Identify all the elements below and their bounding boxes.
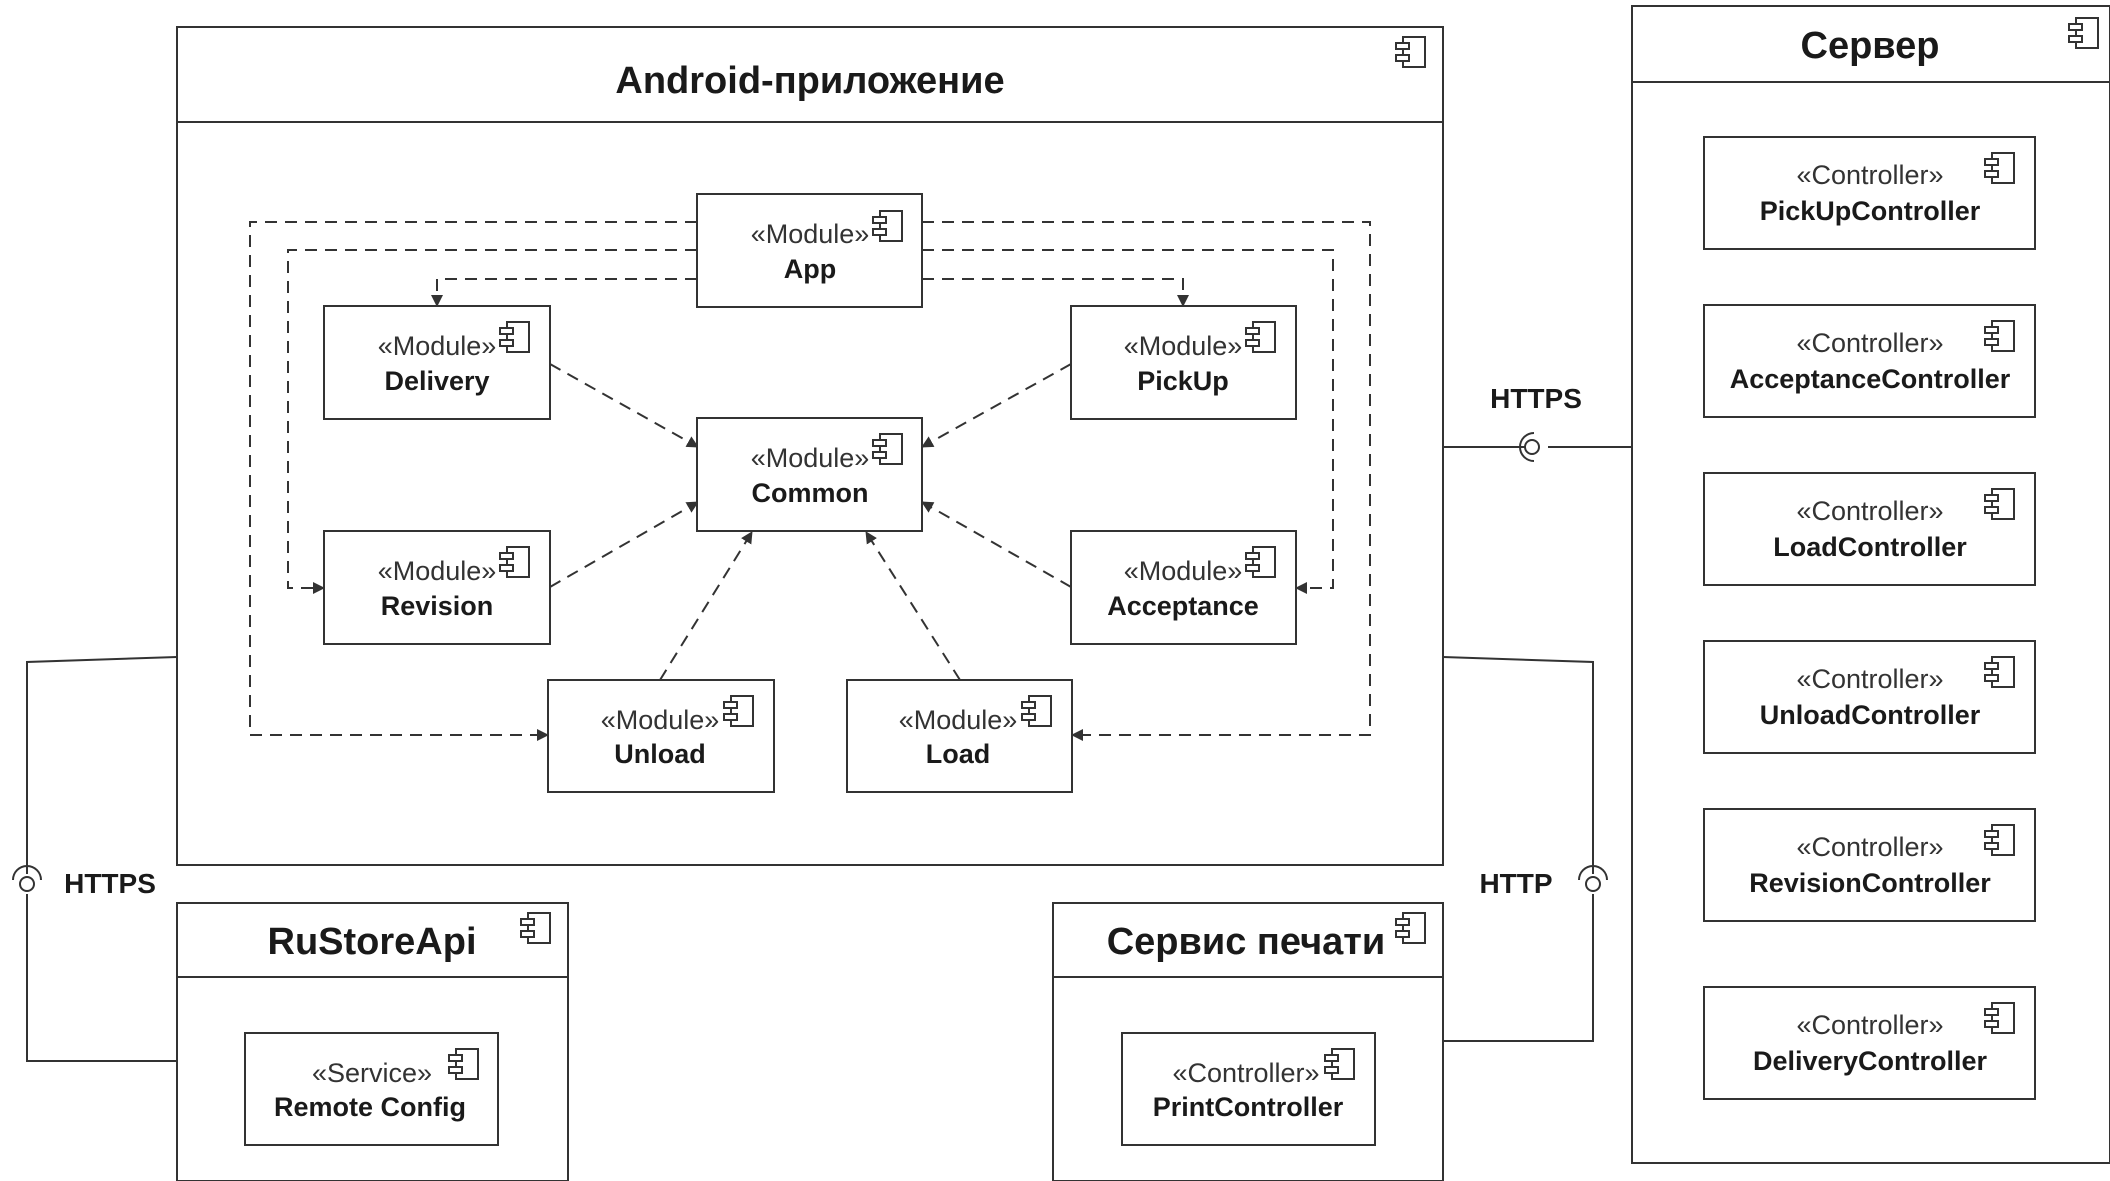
module-name: Unload (614, 739, 706, 769)
interface-ball-icon (1524, 439, 1540, 455)
server-controller: «Controller» DeliveryController (1703, 986, 2036, 1100)
controller-name: AcceptanceController (1730, 364, 2011, 394)
server-controller: «Controller» AcceptanceController (1703, 304, 2036, 418)
service-name: Remote Config (274, 1092, 466, 1122)
controller-name: RevisionController (1749, 868, 1991, 898)
controller-name: PickUpController (1760, 196, 1981, 226)
interface-ball-icon (19, 876, 35, 892)
dependency-app-delivery (431, 278, 697, 307)
remote-config-service: «Service» Remote Config (244, 1032, 499, 1146)
module-stereotype: «Module» (899, 705, 1018, 735)
service-stereotype: «Service» (312, 1058, 432, 1088)
controller-name: LoadController (1773, 532, 1967, 562)
dependency-acceptance-common (921, 501, 1072, 588)
module-load: «Module» Load (846, 679, 1073, 793)
dependency-app-revision (287, 249, 697, 594)
controller-name: PrintController (1153, 1092, 1344, 1122)
controller-name: DeliveryController (1753, 1046, 1988, 1076)
controller-name: UnloadController (1760, 700, 1981, 730)
controller-stereotype: «Controller» (1796, 664, 1943, 694)
dependency-unload-common (659, 531, 753, 681)
connection-android-print: HTTP (1442, 656, 1608, 1042)
dependency-revision-common (549, 501, 699, 588)
module-unload: «Module» Unload (547, 679, 775, 793)
dependency-delivery-common (549, 363, 699, 448)
server-controller: «Controller» PickUpController (1703, 136, 2036, 250)
dependency-pickup-common (921, 363, 1072, 448)
controller-stereotype: «Controller» (1796, 1010, 1943, 1040)
controller-stereotype: «Controller» (1796, 160, 1943, 190)
interface-socket-icon (12, 865, 42, 881)
rustore-protocol-label: HTTPS (64, 868, 156, 899)
module-stereotype: «Module» (378, 331, 497, 361)
dependency-app-unload (249, 221, 697, 741)
module-stereotype: «Module» (751, 443, 870, 473)
module-name: Acceptance (1107, 591, 1259, 621)
dependency-load-common (865, 531, 961, 681)
interface-socket-icon (1519, 432, 1535, 462)
interface-socket-icon (1578, 865, 1608, 881)
connection-android-rustore: HTTPS (12, 656, 178, 1062)
module-name: App (784, 254, 836, 284)
dependency-app-pickup (922, 278, 1189, 307)
controller-stereotype: «Controller» (1172, 1058, 1319, 1088)
module-name: Revision (381, 591, 494, 621)
module-app: «Module» App (696, 193, 923, 308)
dependency-app-acceptance (922, 249, 1334, 594)
print-controller: «Controller» PrintController (1121, 1032, 1376, 1146)
controller-stereotype: «Controller» (1796, 328, 1943, 358)
module-stereotype: «Module» (1124, 331, 1243, 361)
interface-ball-icon (1585, 876, 1601, 892)
module-name: Load (926, 739, 991, 769)
module-name: Delivery (384, 366, 489, 396)
android-app-title: Android-приложение (615, 60, 1004, 102)
module-stereotype: «Module» (1124, 556, 1243, 586)
server-controller: «Controller» UnloadController (1703, 640, 2036, 754)
server-title: Сервер (1801, 25, 1940, 67)
server-controller: «Controller» LoadController (1703, 472, 2036, 586)
module-common: «Module» Common (696, 417, 923, 532)
connection-android-server: HTTPS (1443, 383, 1632, 462)
module-dependencies (249, 221, 1371, 741)
controller-stereotype: «Controller» (1796, 832, 1943, 862)
module-acceptance: «Module» Acceptance (1070, 530, 1297, 645)
module-name: Common (752, 478, 869, 508)
controller-stereotype: «Controller» (1796, 496, 1943, 526)
print-protocol-label: HTTP (1479, 868, 1552, 899)
module-stereotype: «Module» (601, 705, 720, 735)
dependency-app-load (922, 221, 1371, 741)
module-revision: «Module» Revision (323, 530, 551, 645)
module-pickup: «Module» PickUp (1070, 305, 1297, 420)
module-stereotype: «Module» (378, 556, 497, 586)
server-protocol-label: HTTPS (1490, 383, 1582, 414)
server-controller: «Controller» RevisionController (1703, 808, 2036, 922)
module-delivery: «Module» Delivery (323, 305, 551, 420)
rustore-api-title: RuStoreApi (268, 921, 477, 963)
module-name: PickUp (1137, 366, 1229, 396)
module-stereotype: «Module» (751, 219, 870, 249)
print-service-title: Сервис печати (1107, 921, 1386, 963)
